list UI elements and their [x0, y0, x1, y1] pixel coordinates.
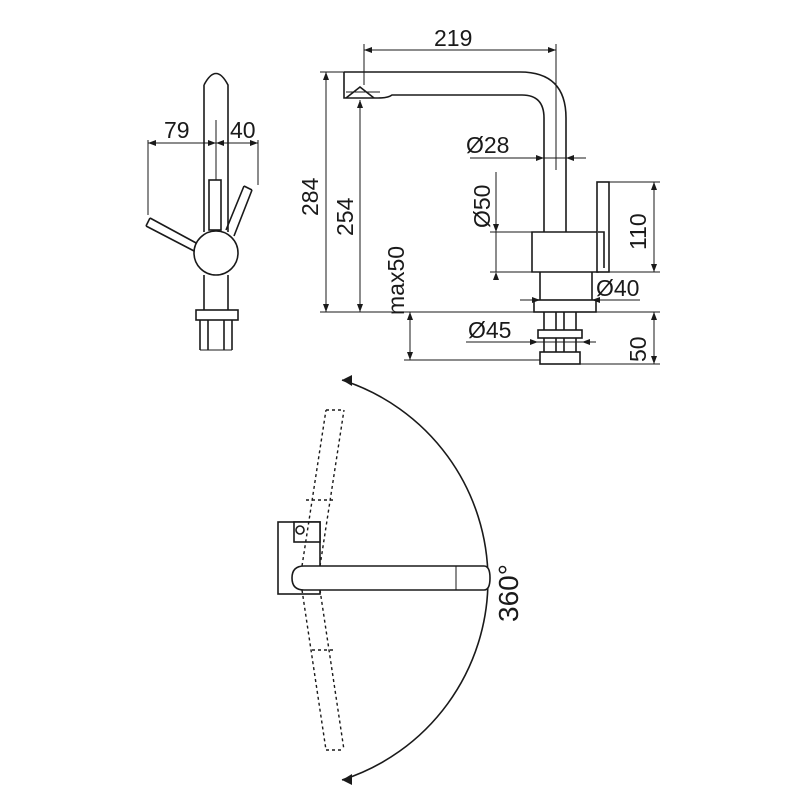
- dim-max50-label: max50: [383, 246, 409, 315]
- dim-40-label: 40: [230, 117, 256, 143]
- side-view-flange: [195, 309, 239, 321]
- dim-79-label: 79: [164, 117, 190, 143]
- rotation-label: 360°: [493, 564, 524, 622]
- side-view-stub: [208, 179, 222, 231]
- spout-rotated-up: [301, 409, 345, 567]
- dim-110-label: 110: [625, 213, 651, 250]
- dim-219-label: 219: [434, 25, 472, 51]
- dim-50-shank-label: 50: [625, 336, 651, 362]
- side-view: 79 40: [145, 72, 259, 351]
- dim-284-label: 284: [297, 177, 323, 216]
- spray-head: [345, 85, 375, 99]
- front-view-body: [531, 231, 599, 273]
- dim-254-label: 254: [332, 197, 358, 236]
- front-view-spout: [343, 71, 567, 232]
- arc-arrow-top: [342, 375, 352, 386]
- front-view-lever: [596, 181, 610, 273]
- top-view: 360°: [277, 375, 524, 785]
- side-view-body: [203, 72, 229, 232]
- dim-40dia-label: Ø40: [596, 275, 639, 301]
- dim-50-label: Ø50: [469, 185, 495, 228]
- side-view-cartridge: [193, 230, 239, 276]
- side-view-shanks: [199, 320, 233, 350]
- side-view-lever-front: [225, 185, 253, 237]
- front-view-neck: [539, 272, 593, 300]
- front-view-flange: [533, 299, 597, 313]
- dim-45-label: Ø45: [468, 317, 511, 343]
- arc-arrow-bottom: [342, 774, 352, 785]
- spout-rotated-down: [301, 589, 345, 751]
- side-view-lever-back: [145, 217, 199, 253]
- side-view-base: [203, 275, 229, 312]
- dim-28-label: Ø28: [466, 132, 509, 158]
- top-view-spout: [291, 565, 491, 591]
- front-view: 219 284 254 max50 Ø28 Ø50: [297, 25, 660, 365]
